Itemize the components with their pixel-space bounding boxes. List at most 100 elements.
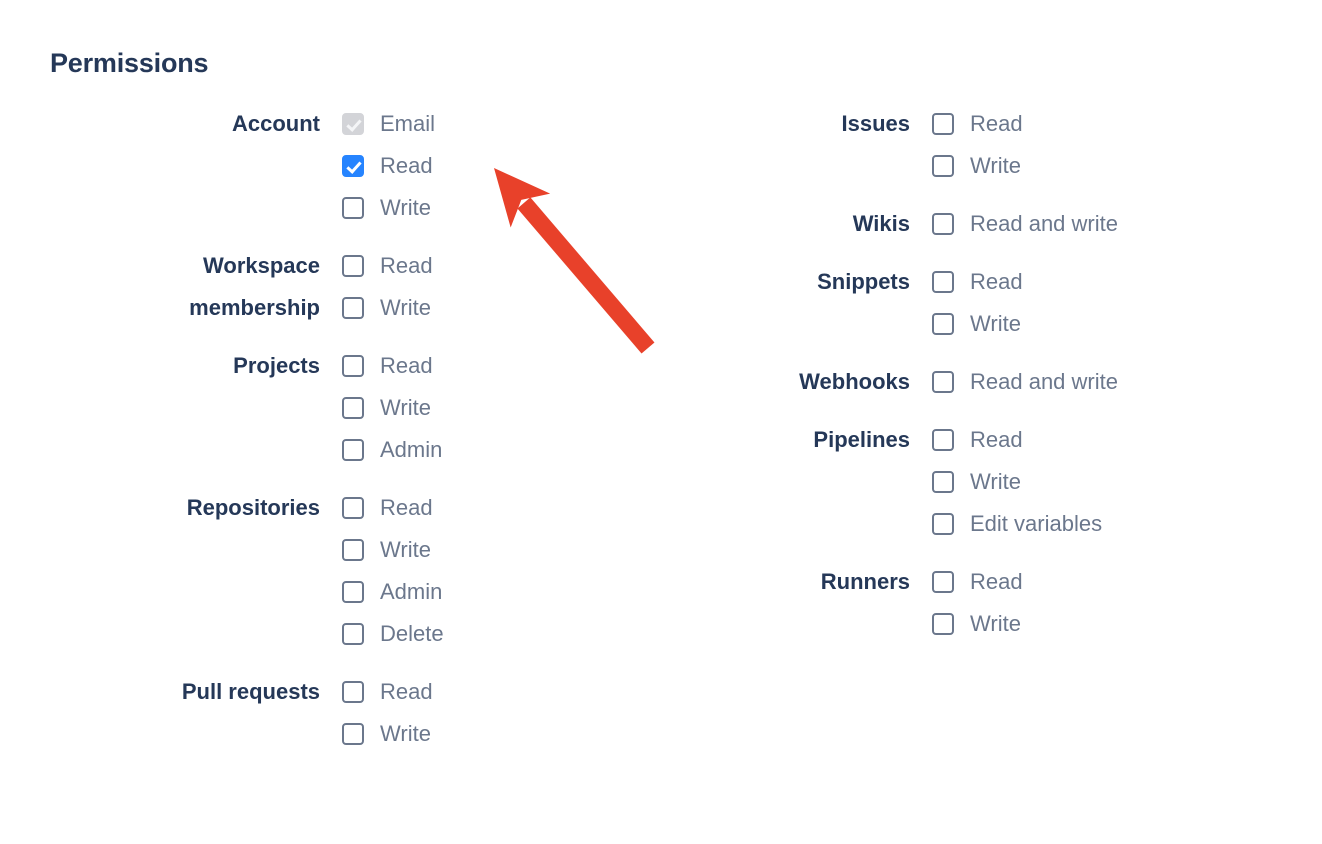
permission-option-row: Write bbox=[342, 287, 640, 329]
account-read-label[interactable]: Read bbox=[380, 153, 433, 178]
permission-option-row: Read and write bbox=[932, 203, 1280, 245]
permission-option-row: Read bbox=[342, 345, 640, 387]
pull-requests-read-checkbox[interactable] bbox=[342, 681, 364, 703]
permission-group-label: Wikis bbox=[852, 211, 910, 236]
runners-write-label[interactable]: Write bbox=[970, 611, 1021, 636]
permission-option-row: Admin bbox=[342, 571, 640, 613]
account-write-checkbox[interactable] bbox=[342, 197, 364, 219]
permission-option-row: Edit variables bbox=[932, 503, 1280, 545]
permission-option-row: Read bbox=[932, 261, 1280, 303]
projects-admin-label[interactable]: Admin bbox=[380, 437, 443, 462]
pipelines-read-label[interactable]: Read bbox=[970, 427, 1023, 452]
pull-requests-write-checkbox[interactable] bbox=[342, 723, 364, 745]
permission-option-row: Write bbox=[342, 387, 640, 429]
workspace-write-label[interactable]: Write bbox=[380, 295, 431, 320]
workspace-read-checkbox[interactable] bbox=[342, 255, 364, 277]
repositories-admin-label[interactable]: Admin bbox=[380, 579, 443, 604]
projects-read-checkbox[interactable] bbox=[342, 355, 364, 377]
pull-requests-read-label[interactable]: Read bbox=[380, 679, 433, 704]
permission-option-row: Write bbox=[342, 187, 640, 229]
issues-read-checkbox[interactable] bbox=[932, 113, 954, 135]
permission-option-row: Read bbox=[342, 245, 640, 287]
permission-group-label: Workspace membership bbox=[189, 253, 320, 320]
issues-read-label[interactable]: Read bbox=[970, 111, 1023, 136]
permission-option-list: Read and write bbox=[932, 361, 1280, 403]
pipelines-read-checkbox[interactable] bbox=[932, 429, 954, 451]
account-write-label[interactable]: Write bbox=[380, 195, 431, 220]
permission-option-row: Read bbox=[932, 419, 1280, 461]
pipelines-write-checkbox[interactable] bbox=[932, 471, 954, 493]
account-read-checkbox[interactable] bbox=[342, 155, 364, 177]
repositories-delete-label[interactable]: Delete bbox=[380, 621, 444, 646]
permission-group: Wikis Read and write bbox=[640, 203, 1280, 245]
pipelines-edit-variables-label[interactable]: Edit variables bbox=[970, 511, 1103, 536]
repositories-read-label[interactable]: Read bbox=[380, 495, 433, 520]
permission-option-row: Read bbox=[932, 103, 1280, 145]
permission-option-row: Write bbox=[342, 529, 640, 571]
pull-requests-write-label[interactable]: Write bbox=[380, 721, 431, 746]
webhooks-read-and-write-checkbox[interactable] bbox=[932, 371, 954, 393]
repositories-admin-checkbox[interactable] bbox=[342, 581, 364, 603]
issues-write-label[interactable]: Write bbox=[970, 153, 1021, 178]
repositories-read-checkbox[interactable] bbox=[342, 497, 364, 519]
permission-group-label: Projects bbox=[233, 353, 320, 378]
workspace-write-checkbox[interactable] bbox=[342, 297, 364, 319]
snippets-read-label[interactable]: Read bbox=[970, 269, 1023, 294]
projects-admin-checkbox[interactable] bbox=[342, 439, 364, 461]
repositories-write-checkbox[interactable] bbox=[342, 539, 364, 561]
permission-option-row: Admin bbox=[342, 429, 640, 471]
pipelines-edit-variables-checkbox[interactable] bbox=[932, 513, 954, 535]
repositories-write-label[interactable]: Write bbox=[380, 537, 431, 562]
projects-read-label[interactable]: Read bbox=[380, 353, 433, 378]
permission-option-row: Read bbox=[342, 671, 640, 713]
permission-option-row: Write bbox=[342, 713, 640, 755]
permission-group-label: Issues bbox=[841, 111, 911, 136]
account-email-label: Email bbox=[380, 111, 436, 136]
permission-option-row: Write bbox=[932, 461, 1280, 503]
permission-group-label: Repositories bbox=[186, 495, 320, 520]
permission-option-list: Read and write bbox=[932, 203, 1280, 245]
webhooks-read-and-write-label[interactable]: Read and write bbox=[970, 369, 1118, 394]
repositories-delete-checkbox[interactable] bbox=[342, 623, 364, 645]
snippets-read-checkbox[interactable] bbox=[932, 271, 954, 293]
workspace-read-label[interactable]: Read bbox=[380, 253, 433, 278]
permission-option-row: Read bbox=[342, 487, 640, 529]
projects-write-label[interactable]: Write bbox=[380, 395, 431, 420]
wikis-read-and-write-checkbox[interactable] bbox=[932, 213, 954, 235]
permission-group-label: Account bbox=[232, 111, 320, 136]
wikis-read-and-write-label[interactable]: Read and write bbox=[970, 211, 1118, 236]
snippets-write-checkbox[interactable] bbox=[932, 313, 954, 335]
account-email-checkbox bbox=[342, 113, 364, 135]
pipelines-write-label[interactable]: Write bbox=[970, 469, 1021, 494]
page-title: Permissions bbox=[50, 48, 209, 78]
runners-write-checkbox[interactable] bbox=[932, 613, 954, 635]
runners-read-label[interactable]: Read bbox=[970, 569, 1023, 594]
permission-group-label: Snippets bbox=[817, 269, 910, 294]
permission-option-row: Write bbox=[932, 145, 1280, 187]
projects-write-checkbox[interactable] bbox=[342, 397, 364, 419]
issues-write-checkbox[interactable] bbox=[932, 155, 954, 177]
permission-option-row: Write bbox=[932, 603, 1280, 645]
snippets-write-label[interactable]: Write bbox=[970, 311, 1021, 336]
runners-read-checkbox[interactable] bbox=[932, 571, 954, 593]
